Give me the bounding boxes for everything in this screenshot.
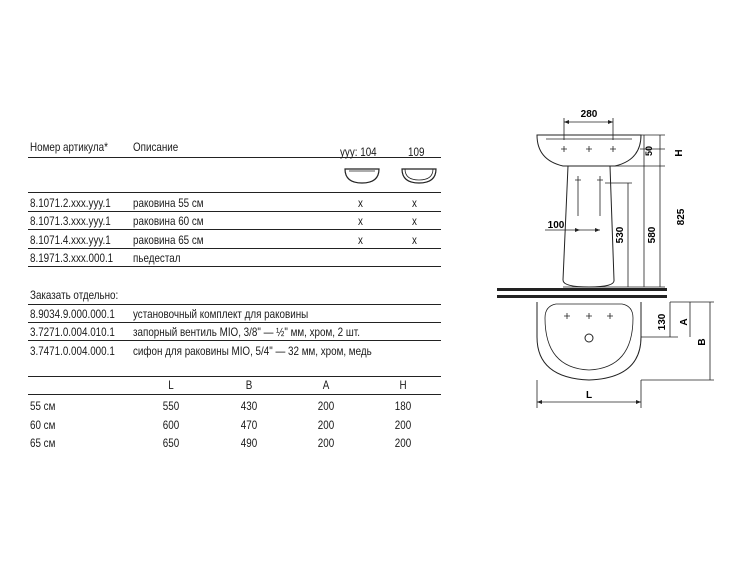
separately-desc: запорный вентиль MIO, 3/8" — ½" мм, хром… [133, 325, 360, 339]
row-rule [28, 266, 441, 267]
wall-bar-top [497, 288, 667, 291]
basin-109-icon [401, 168, 437, 184]
dim-L-line [536, 380, 642, 408]
dim-280-line [563, 118, 614, 140]
header-col1: yyy: 104 [340, 145, 377, 159]
row-rule [28, 211, 441, 212]
row-rule [28, 340, 441, 341]
row-rule [28, 322, 441, 323]
pedestal-outline [562, 165, 615, 288]
article-code: 8.1971.3.xxx.000.1 [30, 251, 114, 265]
header-rule [28, 157, 441, 158]
dims-row-label: 60 см [30, 418, 56, 432]
dims-cell: 650 [162, 436, 180, 450]
dim-B-label: B [697, 338, 708, 345]
article-code: 8.1071.2.xxx.yyy.1 [30, 196, 111, 210]
dims-cell: 180 [394, 399, 412, 413]
article-mark-104: x [358, 233, 363, 247]
article-mark-109: x [412, 196, 417, 210]
dims-cell: 550 [162, 399, 180, 413]
wall-bar-bottom [497, 295, 667, 298]
dims-header-rule [28, 394, 441, 395]
article-desc: раковина 60 см [133, 214, 204, 228]
article-mark-104: x [358, 214, 363, 228]
separately-code: 3.7271.0.004.010.1 [30, 325, 115, 339]
separately-rule [28, 304, 441, 305]
drain-hole [584, 333, 594, 343]
article-code: 8.1071.4.xxx.yyy.1 [30, 233, 111, 247]
dims-cell: 600 [162, 418, 180, 432]
dims-top-rule [28, 376, 441, 377]
dim-H-label: H [674, 149, 685, 156]
dim-50-label: 50 [644, 146, 654, 156]
basin-top-outline [536, 302, 642, 381]
dim-100-label: 100 [548, 220, 565, 231]
dim-580-label: 580 [647, 226, 658, 243]
article-desc: раковина 55 см [133, 196, 204, 210]
dims-cell: 200 [394, 436, 412, 450]
article-mark-109: x [412, 214, 417, 228]
article-mark-104: x [358, 196, 363, 210]
dim-130-line [641, 302, 678, 338]
dims-header-H: H [399, 378, 407, 392]
dims-header-A: A [322, 378, 330, 392]
header-description: Описание [133, 140, 179, 154]
separately-code: 8.9034.9.000.000.1 [30, 307, 115, 321]
dim-530-line [605, 182, 632, 287]
dims-row-label: 65 см [30, 436, 56, 450]
row-rule [28, 248, 441, 249]
article-desc: пьедестал [133, 251, 181, 265]
dims-cell: 200 [317, 436, 335, 450]
dim-A-label: A [679, 318, 690, 325]
dim-825-label: 825 [676, 208, 687, 225]
article-mark-109: x [412, 233, 417, 247]
separately-desc: сифон для раковины MIO, 5/4" — 32 мм, хр… [133, 344, 372, 358]
dims-cell: 200 [317, 399, 335, 413]
dims-header-L: L [168, 378, 174, 392]
technical-drawing: 280 50 H 825 580 530 100 130 A B L [497, 109, 714, 408]
article-desc: раковина 65 см [133, 233, 204, 247]
separately-desc: установочный комплект для раковины [133, 307, 309, 321]
dim-130-label: 130 [657, 313, 668, 330]
icons-rule [28, 192, 441, 193]
dims-header-B: B [245, 378, 253, 392]
separately-code: 3.7471.0.004.000.1 [30, 344, 115, 358]
article-code: 8.1071.3.xxx.yyy.1 [30, 214, 111, 228]
separately-title: Заказать отдельно: [30, 288, 119, 302]
dim-530-label: 530 [615, 226, 626, 243]
dims-cell: 430 [240, 399, 258, 413]
dims-cell: 490 [240, 436, 258, 450]
dim-H-line [643, 135, 661, 166]
dim-L-label: L [586, 390, 592, 401]
dims-cell: 200 [317, 418, 335, 432]
dim-B-line [641, 301, 714, 381]
basin-104-icon [344, 168, 380, 184]
dims-cell: 470 [240, 418, 258, 432]
header-col2: 109 [408, 145, 425, 159]
dims-row-label: 55 см [30, 399, 56, 413]
header-article: Номер артикула* [30, 140, 108, 154]
dim-280-label: 280 [581, 109, 598, 120]
dims-cell: 200 [394, 418, 412, 432]
row-rule [28, 229, 441, 230]
